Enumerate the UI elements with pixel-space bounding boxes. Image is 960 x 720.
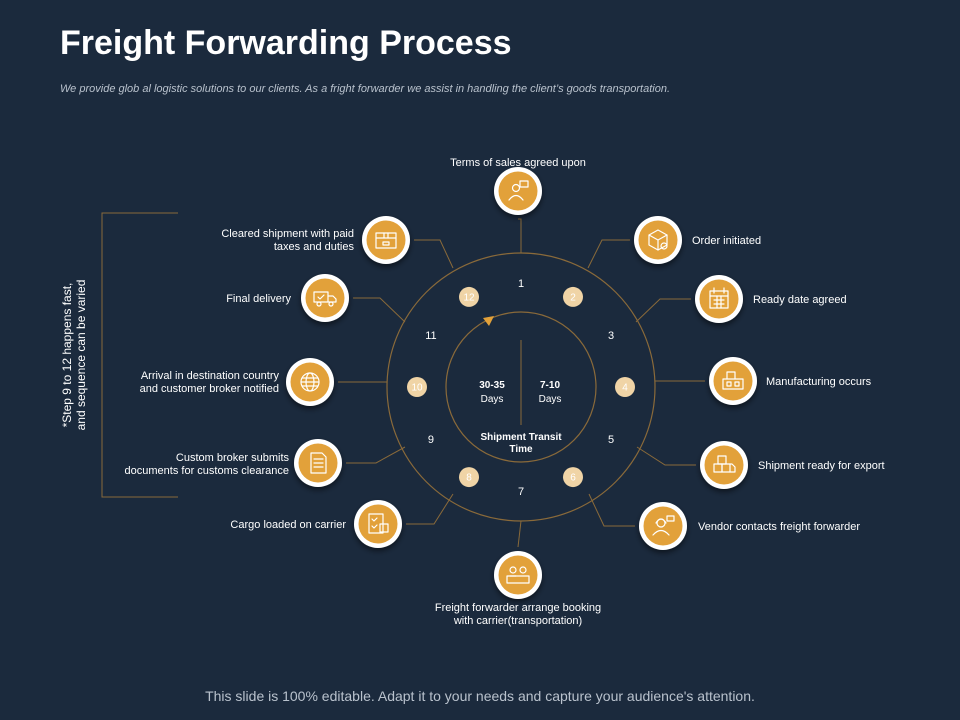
step-node-fill (704, 445, 744, 485)
step-7-label-line-2: with carrier(transportation) (453, 615, 582, 627)
globe-icon (300, 372, 320, 392)
ring-badge-2 (563, 286, 583, 307)
side-note-line-1: *Step 9 to 12 happens fast, (60, 282, 74, 428)
step-node-10 (286, 358, 334, 406)
connector-step-2 (587, 239, 630, 269)
ring-number-1: 1 (518, 278, 524, 290)
step-node-fill (358, 504, 398, 544)
package-icon (648, 229, 668, 251)
step-10-label-line-1: Arrival in destination country (141, 370, 280, 382)
step-6-label-line-1: Vendor contacts freight forwarder (698, 521, 860, 533)
ring-number-5: 5 (608, 434, 614, 446)
ring-number-6: 6 (570, 473, 576, 484)
cycle-arrow-head (483, 316, 494, 326)
connector-step-5 (636, 446, 696, 466)
side-note-line-2: and sequence can be varied (74, 279, 88, 431)
ring-badge-12 (459, 286, 479, 307)
ring-badge-6 (563, 467, 583, 488)
step-9-label-line-2: documents for customs clearance (125, 465, 289, 477)
transit-left-unit: Days (481, 394, 504, 405)
ring-number-7: 7 (518, 486, 524, 498)
boxes-icon (713, 455, 736, 473)
connector-step-6 (588, 493, 635, 527)
step-2-label-line-1: Order initiated (692, 235, 761, 247)
booking-desk-icon (506, 566, 530, 584)
ring-badge-4 (615, 377, 635, 397)
factory-icon (722, 371, 744, 390)
person-icon (508, 180, 529, 201)
ring-number-8: 8 (466, 473, 472, 484)
step-11-label-line-1: Final delivery (226, 293, 291, 305)
connector-step-7 (517, 520, 522, 548)
connector-step-8 (406, 493, 454, 525)
step-node-fill (713, 361, 753, 401)
checklist-icon (368, 513, 389, 534)
step-node-fill (366, 220, 406, 260)
step-node-fill (305, 278, 345, 318)
calendar-icon (709, 287, 729, 309)
ring-number-4: 4 (622, 383, 628, 394)
page-title: Freight Forwarding Process (60, 24, 512, 62)
ring-number-9: 9 (428, 434, 434, 446)
transit-right-value: 7-10 (540, 380, 560, 391)
step-node-1 (494, 167, 542, 215)
step-9-label-line-1: Custom broker submits (176, 452, 290, 464)
footer-text: This slide is 100% editable. Adapt it to… (205, 688, 755, 704)
step-node-5 (700, 441, 748, 489)
connector-step-12 (414, 239, 454, 269)
step-7-label-line-1: Freight forwarder arrange booking (435, 602, 601, 614)
step-node-2 (634, 216, 682, 264)
ring-number-3: 3 (608, 330, 614, 342)
step-node-11 (301, 274, 349, 322)
ring-number-12: 12 (463, 292, 475, 303)
step-node-3 (695, 275, 743, 323)
box-icon (375, 232, 397, 249)
transit-right-unit: Days (539, 394, 562, 405)
step-node-6 (639, 502, 687, 550)
step-node-9 (294, 439, 342, 487)
ring-number-10: 10 (411, 383, 423, 394)
transit-left-value: 30-35 (479, 380, 505, 391)
step-12-label-line-2: taxes and duties (274, 241, 355, 253)
step-node-12 (362, 216, 410, 264)
transit-caption-line-1: Shipment Transit (480, 432, 562, 443)
connector-step-1 (518, 218, 522, 253)
connector-step-3 (635, 298, 691, 323)
connector-step-9 (346, 446, 406, 464)
page-subtitle: We provide glob al logistic solutions to… (60, 83, 671, 95)
ring-number-11: 11 (425, 330, 436, 342)
ring-badge-10 (407, 377, 427, 397)
step-10-label-line-2: and customer broker notified (140, 383, 279, 395)
step-12-label-line-1: Cleared shipment with paid (221, 228, 354, 240)
document-icon (310, 452, 327, 474)
side-note: *Step 9 to 12 happens fast, and sequence… (60, 205, 90, 505)
step-node-4 (709, 357, 757, 405)
step-node-7 (494, 551, 542, 599)
step-3-label-line-1: Ready date agreed (753, 294, 847, 306)
transit-caption-line-2: Time (509, 444, 533, 455)
step-1-label-line-1: Terms of sales agreed upon (450, 157, 586, 169)
step-node-8 (354, 500, 402, 548)
step-node-fill (498, 555, 538, 595)
step-4-label-line-1: Manufacturing occurs (766, 376, 872, 388)
inner-ring (445, 311, 597, 463)
delivery-truck-icon (313, 291, 337, 307)
step-5-label-line-1: Shipment ready for export (758, 460, 885, 472)
headset-person-icon (652, 515, 675, 536)
ring-number-2: 2 (570, 292, 576, 303)
ring-badge-8 (459, 467, 479, 488)
step-8-label-line-1: Cargo loaded on carrier (230, 519, 346, 531)
side-bracket (101, 212, 178, 498)
step-node-fill (699, 279, 739, 319)
connector-step-11 (353, 297, 406, 323)
